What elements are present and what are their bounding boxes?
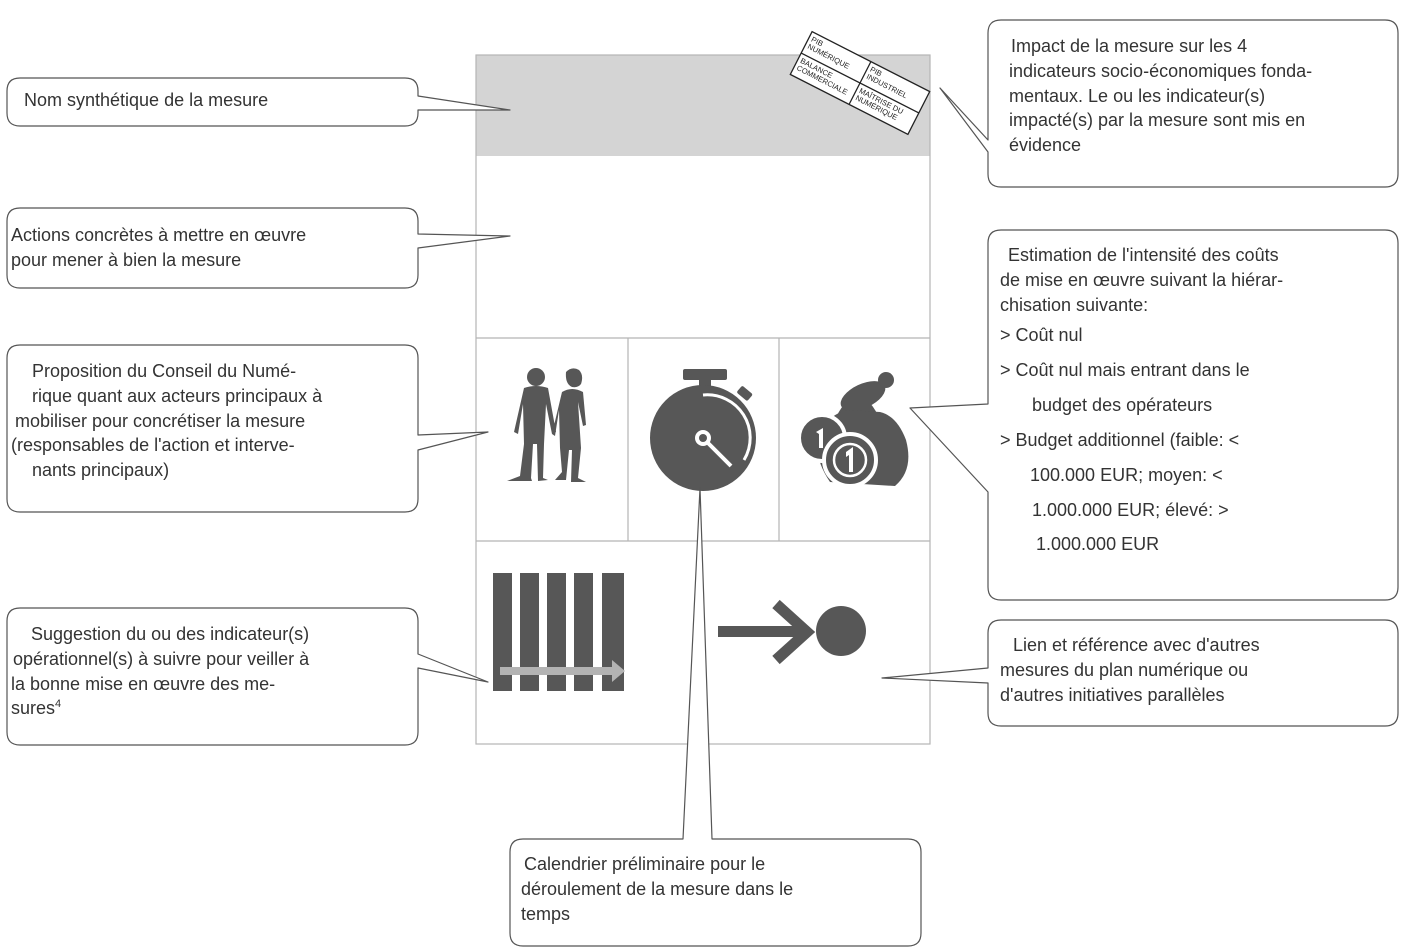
callout-impact: Impact de la mesure sur les 4 indicateur… bbox=[1009, 36, 1313, 156]
callout-cost: Estimation de l'intensité des coûts de m… bbox=[1000, 245, 1284, 555]
callout-calendar-bubble bbox=[509, 487, 922, 947]
barcode-progress-icon bbox=[493, 573, 625, 691]
callout-impact-bubble bbox=[939, 19, 1399, 188]
arrow-to-dot-icon bbox=[718, 599, 866, 665]
callout-cost-bubble bbox=[909, 229, 1399, 601]
callout-links: Lien et référence avec d'autres mesures … bbox=[1000, 635, 1260, 705]
callout-calendar: Calendrier préliminaire pour le déroulem… bbox=[521, 854, 794, 924]
stopwatch-icon bbox=[650, 369, 756, 491]
footnote-marker: 4 bbox=[55, 698, 62, 711]
callout-actions: Actions concrètes à mettre en œuvre pour… bbox=[11, 225, 307, 270]
callout-indicators-bubble bbox=[6, 607, 489, 746]
callout-actors-bubble bbox=[6, 344, 489, 513]
callout-shapes bbox=[6, 19, 1399, 947]
money-bag-icon bbox=[797, 372, 909, 488]
callout-actions-bubble bbox=[6, 207, 511, 289]
callout-links-bubble bbox=[881, 619, 1399, 727]
callout-name: Nom synthétique de la mesure bbox=[24, 90, 269, 110]
people-icon bbox=[507, 368, 586, 482]
callout-indicators: Suggestion du ou des indicateur(s) opéra… bbox=[11, 624, 310, 719]
callout-actors: Proposition du Conseil du Numé- rique qu… bbox=[11, 361, 323, 481]
indicators-last-line: sures bbox=[11, 698, 56, 719]
callout-name-bubble bbox=[6, 77, 511, 127]
